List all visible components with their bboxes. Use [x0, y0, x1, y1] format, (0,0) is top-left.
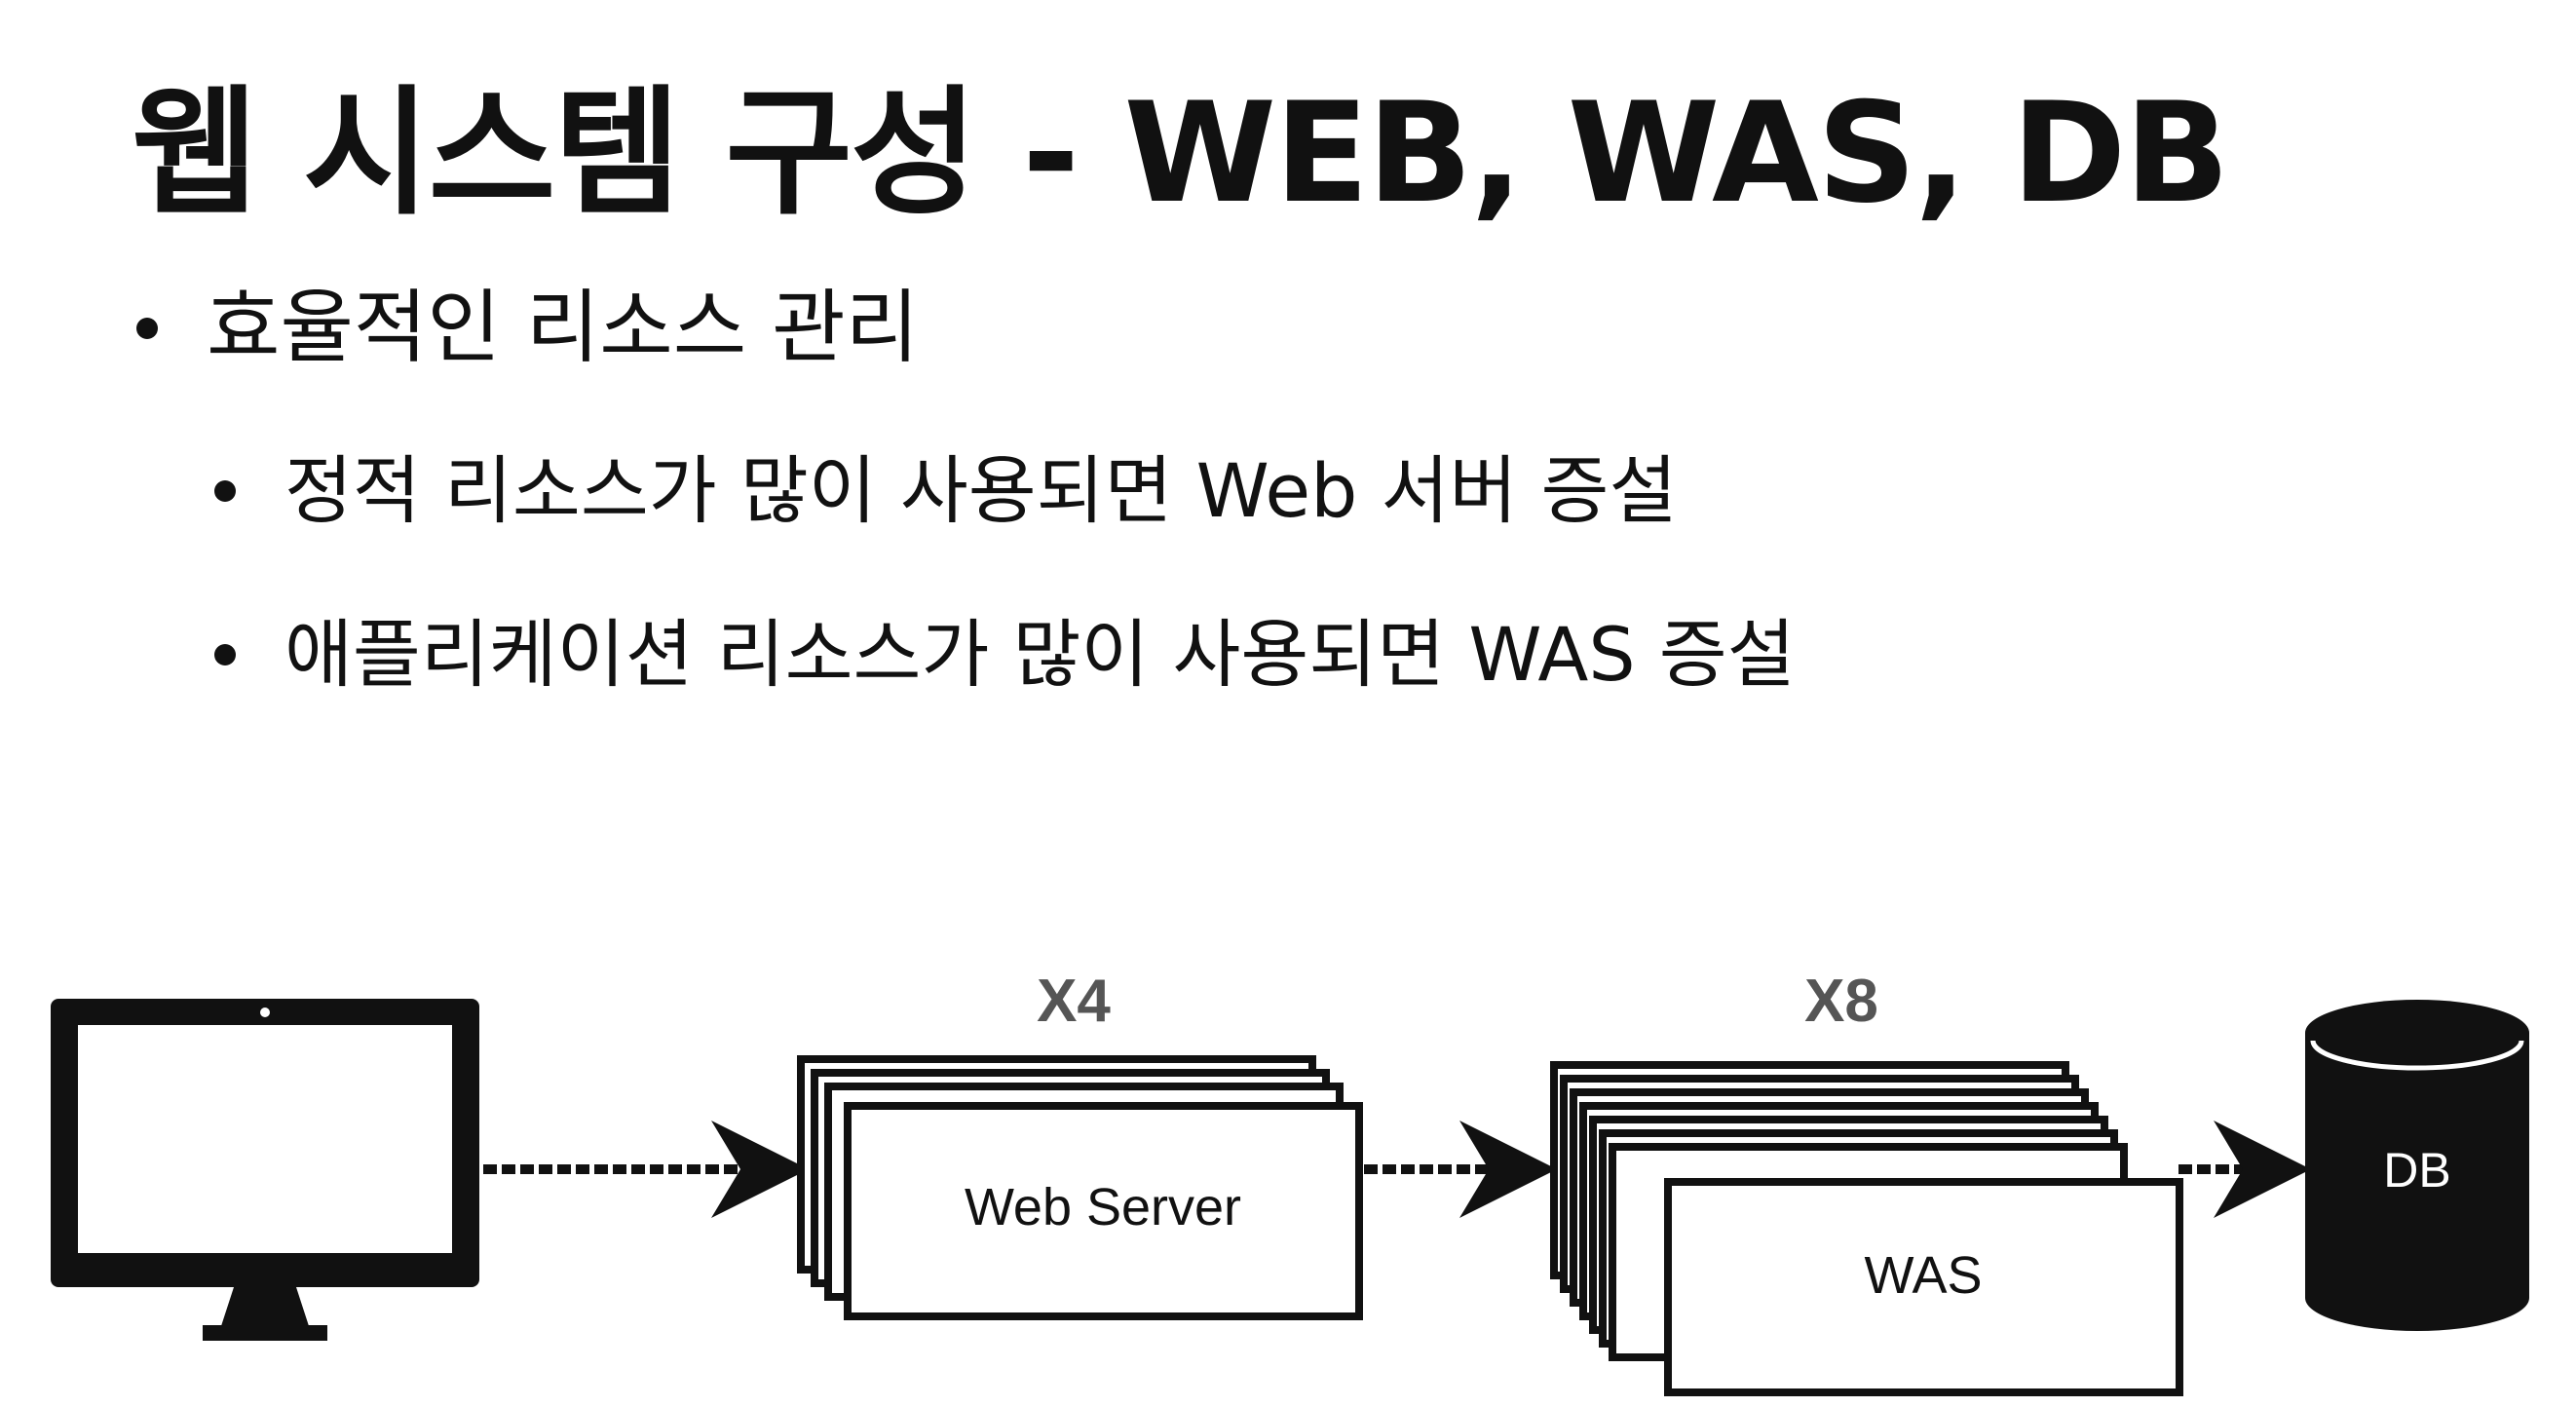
- bullet-sub-web: 정적 리소스가 많이 사용되면 Web 서버 증설: [214, 446, 1677, 535]
- was-label: WAS: [1865, 1246, 1983, 1305]
- monitor-icon: [51, 999, 479, 1341]
- was-stack: WAS: [1550, 1061, 2183, 1396]
- web-server-multiplier: X4: [1037, 968, 1111, 1035]
- web-server-stack: Web Server: [797, 1055, 1363, 1320]
- bullet-sub-web-text: 정적 리소스가 많이 사용되면 Web 서버 증설: [284, 447, 1678, 534]
- bullet-main: 효율적인 리소스 관리: [136, 281, 919, 376]
- bullet-dot-icon: [214, 479, 236, 502]
- architecture-diagram: Web Server X4 WAS X8 DB: [0, 935, 2576, 1407]
- web-server-label: Web Server: [965, 1178, 1241, 1236]
- db-label: DB: [2383, 1143, 2450, 1198]
- bullet-sub-was: 애플리케이션 리소스가 많이 사용되면 WAS 증설: [214, 610, 1796, 699]
- bullet-dot-icon: [214, 643, 236, 665]
- database-icon: DB: [2305, 1000, 2529, 1331]
- slide-title: 웹 시스템 구성 - WEB, WAS, DB: [132, 73, 2230, 234]
- bullet-sub-was-text: 애플리케이션 리소스가 많이 사용되면 WAS 증설: [284, 611, 1796, 698]
- was-multiplier: X8: [1804, 968, 1878, 1035]
- bullet-dot-icon: [136, 318, 158, 340]
- bullet-main-text: 효율적인 리소스 관리: [207, 282, 920, 374]
